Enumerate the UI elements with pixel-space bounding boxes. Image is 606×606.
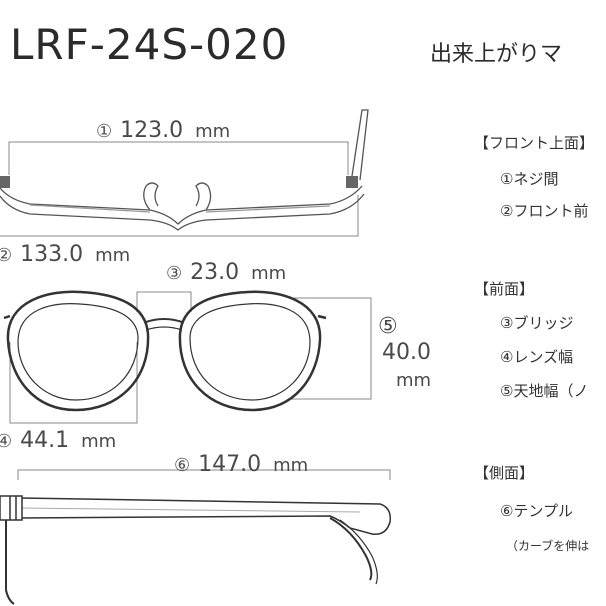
dimension-unit: mm <box>195 121 231 142</box>
dimension-number: ③ <box>166 263 183 284</box>
dimension-label-1: ① 123.0 mm <box>96 120 230 142</box>
legend-item-screw-distance: ①ネジ間 <box>500 170 559 188</box>
dimension-value: 44.1 <box>20 428 70 453</box>
dimension-number: ① <box>96 121 113 142</box>
top-view-drawing <box>0 109 369 237</box>
legend-item-temple: ⑥テンプル <box>500 502 573 520</box>
dimension-value: 123.0 <box>120 118 184 143</box>
dimension-unit: mm <box>95 245 131 266</box>
legend-side-note: （カーブを伸は <box>506 539 590 553</box>
dimension-label-3: ③ 23.0 mm <box>166 262 286 284</box>
dimension-unit: mm <box>81 431 117 452</box>
legend-side-title: 【側面】 <box>474 464 535 482</box>
legend-item-lens-height: ⑤天地幅（ノ <box>500 382 589 400</box>
dimension-value: 133.0 <box>20 242 84 267</box>
dimension-circle-5: ⑤ <box>378 314 398 339</box>
dimension-unit: mm <box>273 455 309 476</box>
legend-front-title: 【前面】 <box>474 280 535 298</box>
dimension-value: 147.0 <box>198 452 262 477</box>
spec-heading: 出来上がりマ <box>430 42 563 67</box>
model-number: LRF-24S-020 <box>10 20 289 69</box>
dimension-number: ② <box>0 245 13 266</box>
dimension-label-4: ④ 44.1 mm <box>0 430 116 452</box>
dimension-label-2: ② 133.0 mm <box>0 244 130 266</box>
legend-item-front-width: ②フロント前 <box>500 202 589 220</box>
legend-item-bridge: ③ブリッジ <box>500 314 574 332</box>
legend-front-top-title: 【フロント上面】 <box>474 134 595 152</box>
dimension-unit: mm <box>251 263 287 284</box>
dimension-value: 23.0 <box>190 260 240 285</box>
dimension-number: ④ <box>0 431 13 452</box>
dimension-value-5: 40.0 <box>382 340 431 365</box>
legend-item-lens-width: ④レンズ幅 <box>500 348 574 366</box>
dimension-unit-5: mm <box>396 370 432 391</box>
dimension-label-6: ⑥ 147.0 mm <box>174 454 308 476</box>
side-view-drawing <box>0 469 392 605</box>
dimension-number: ⑥ <box>174 455 191 476</box>
front-view-drawing <box>3 290 372 424</box>
